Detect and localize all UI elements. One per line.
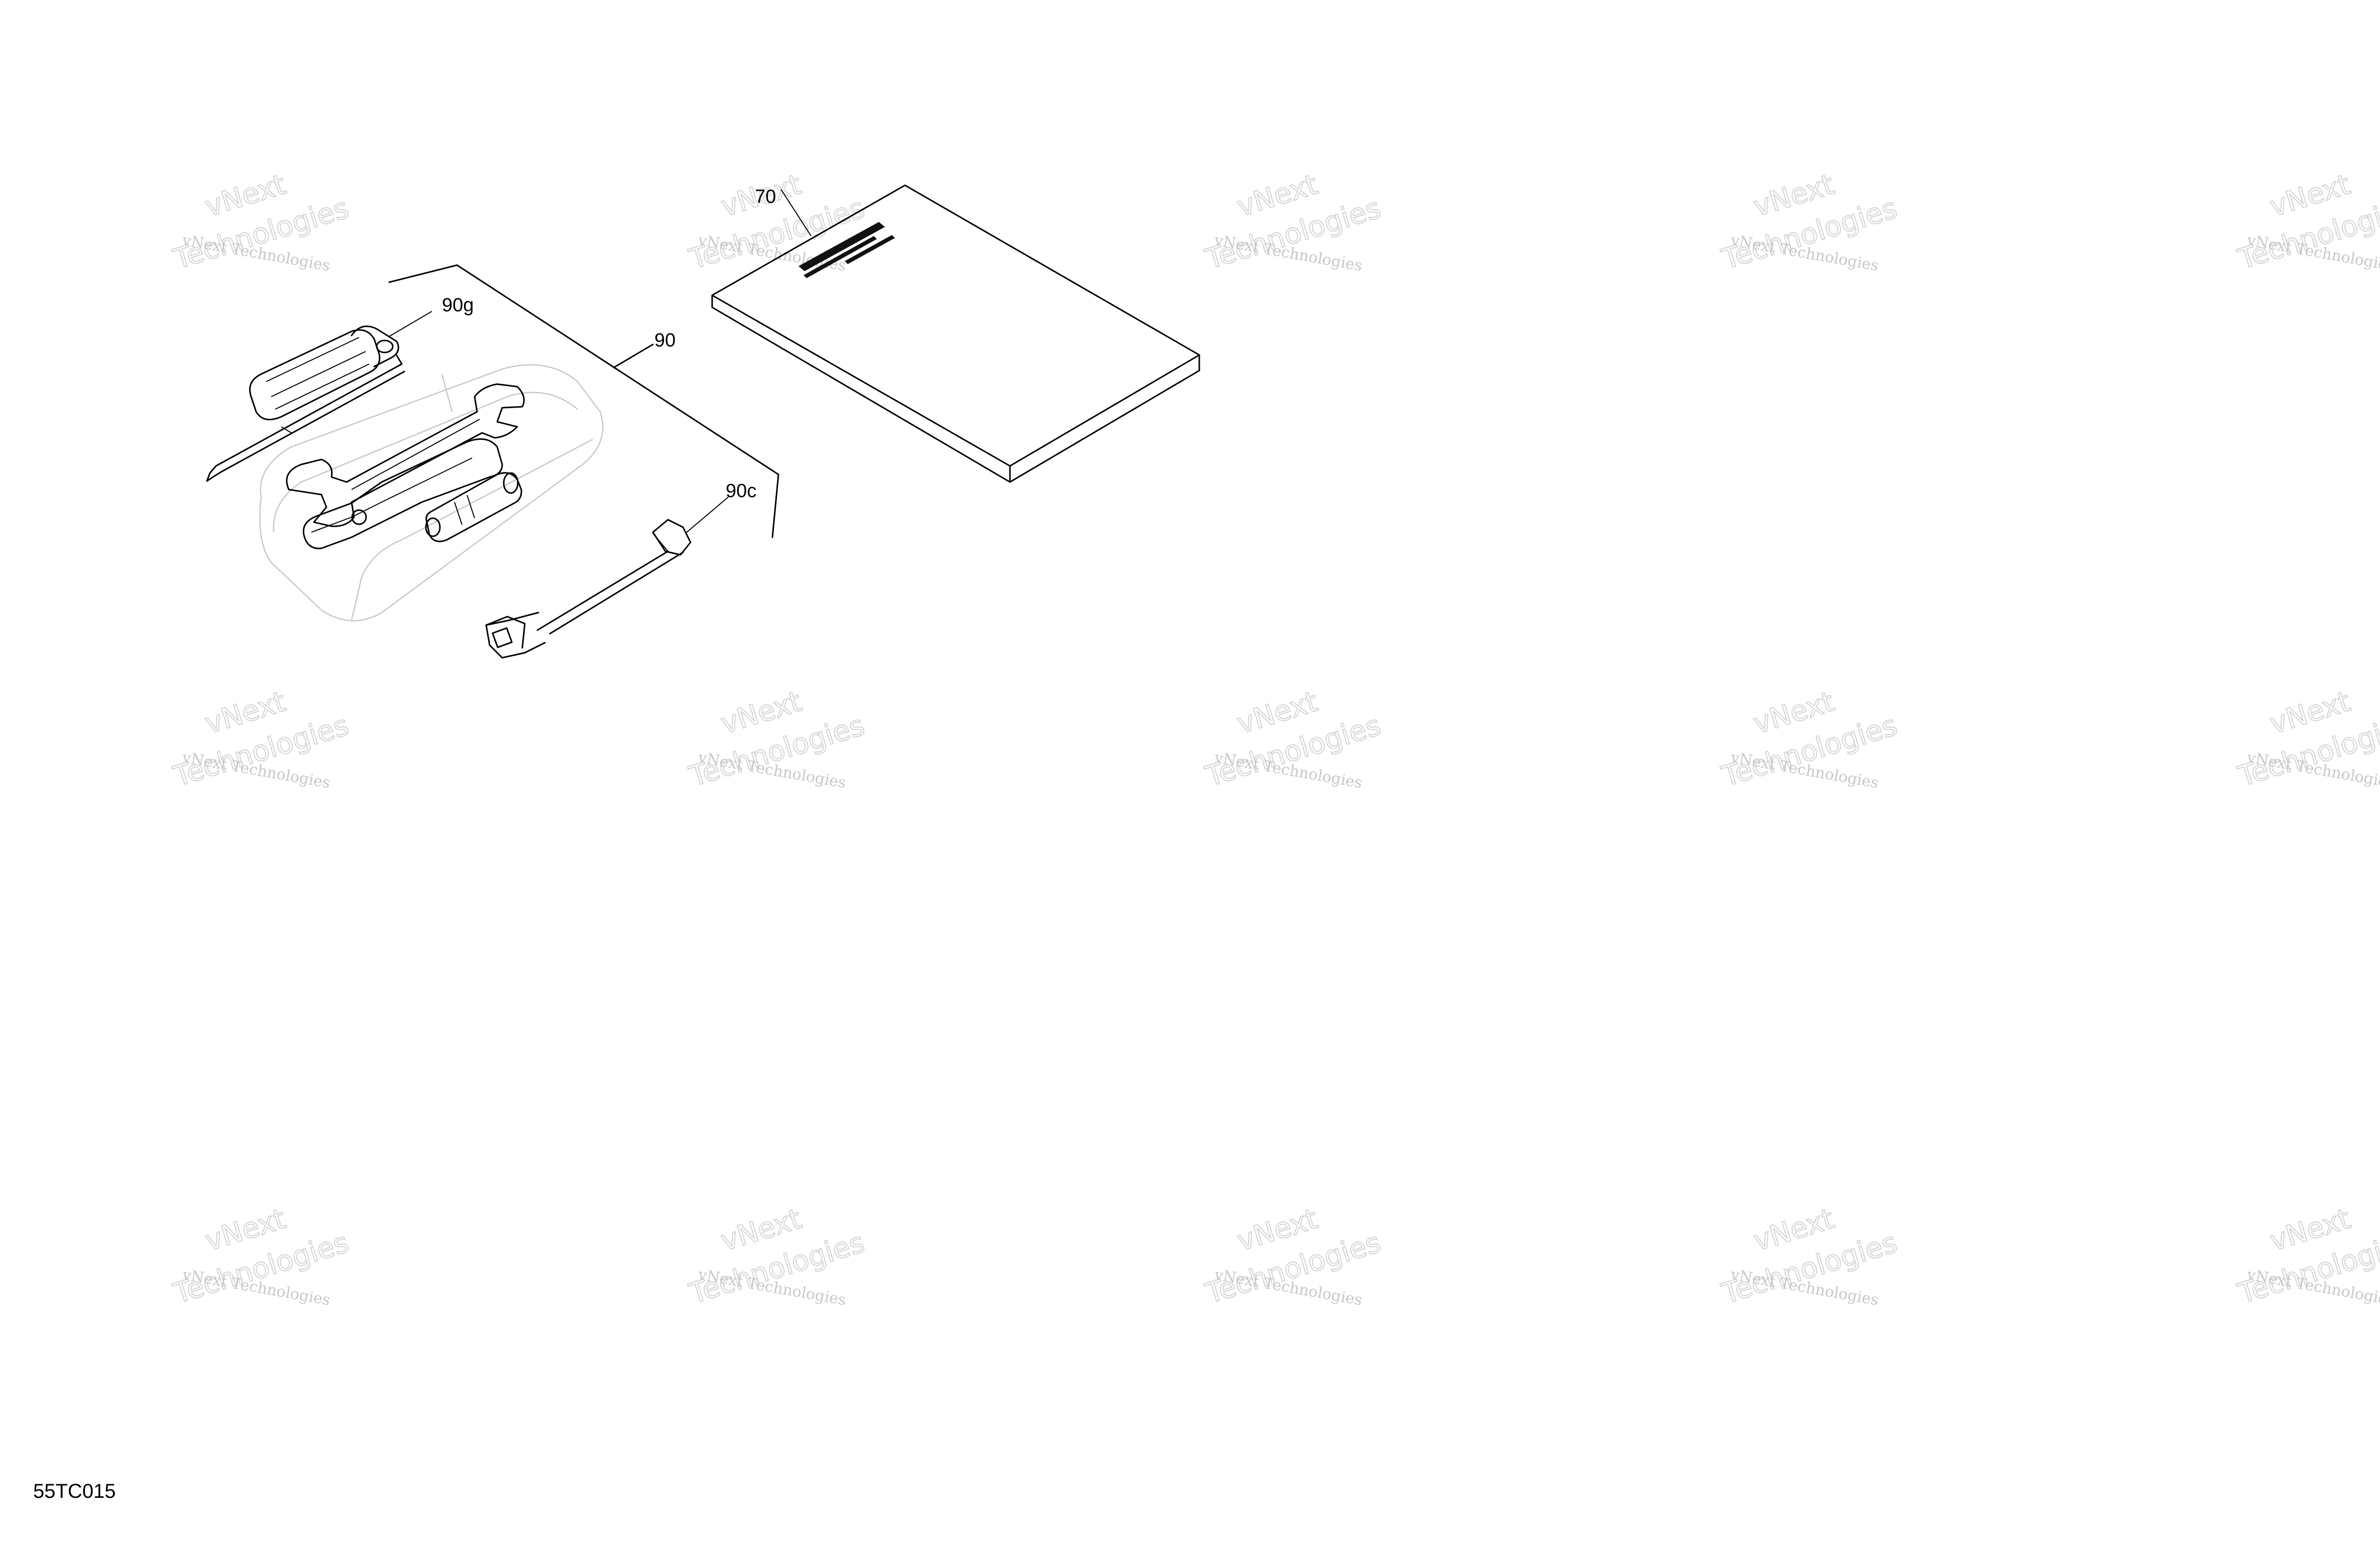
figure-code: 55TC015 — [33, 1480, 116, 1502]
callout-90: 90 — [654, 330, 675, 351]
callout-90g: 90g — [442, 295, 474, 316]
leader-lines — [389, 189, 812, 534]
screwdriver[interactable] — [206, 325, 405, 482]
open-end-wrench[interactable] — [286, 383, 525, 527]
manual-cover-logo — [799, 222, 895, 278]
callout-70: 70 — [755, 186, 776, 207]
pliers[interactable] — [302, 438, 503, 549]
tool-kit-bracket — [388, 264, 779, 538]
callout-90c: 90c — [726, 481, 756, 502]
owners-manual[interactable] — [711, 184, 1200, 483]
socket-wrench[interactable] — [485, 519, 692, 659]
tool-pouch — [259, 364, 604, 622]
spark-plug-tool[interactable] — [425, 472, 522, 542]
